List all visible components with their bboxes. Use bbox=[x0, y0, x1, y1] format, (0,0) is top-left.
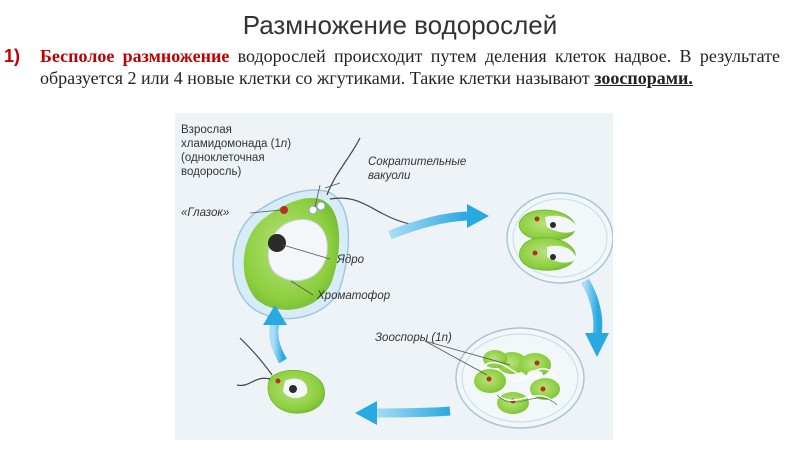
zoospores-term: зооспорами. bbox=[594, 68, 693, 88]
adult-label-line2-text: хламидомонада (1 bbox=[181, 138, 281, 150]
zoospores-label-text: Зооспоры (1 bbox=[375, 332, 442, 344]
adult-label-ploidy: n bbox=[280, 138, 288, 150]
zoospores-label: Зооспоры (1n) bbox=[375, 331, 452, 345]
adult-label-line1: Взрослая bbox=[181, 124, 232, 136]
page-title: Размножение водорослей bbox=[242, 10, 558, 40]
eyespot-label: «Глазок» bbox=[181, 207, 230, 219]
cycle-arrows bbox=[263, 204, 609, 425]
two-cell-stage bbox=[506, 192, 614, 284]
arrow-head-up bbox=[263, 305, 287, 325]
adult-label-line2: хламидомонада (1n) bbox=[181, 137, 291, 151]
adult-label-close: ) bbox=[287, 138, 292, 150]
vacuoles-label: Сократительные вакуоли bbox=[368, 155, 466, 183]
adult-label-line4: водоросль) bbox=[181, 166, 242, 178]
vacuoles-label-line2: вакуоли bbox=[368, 170, 411, 182]
adult-cell bbox=[232, 137, 416, 320]
arrow-head-down bbox=[585, 333, 609, 357]
released-zoospore bbox=[236, 337, 325, 414]
eyespot-shape bbox=[280, 206, 288, 214]
vacuoles-label-line1: Сократительные bbox=[368, 156, 467, 168]
adult-cell-label: Взрослая хламидомонада (1n) (одноклеточн… bbox=[181, 123, 291, 179]
diagram-canvas bbox=[175, 113, 614, 440]
arrow-head-right bbox=[467, 204, 489, 228]
zoospore-sporangium bbox=[455, 327, 585, 429]
asexual-reproduction-term: Бесполое размножение bbox=[40, 46, 230, 66]
arrow-head-left bbox=[355, 401, 377, 425]
leader-lines bbox=[249, 182, 511, 376]
chromatophore-label: Хроматофор bbox=[317, 290, 391, 302]
nucleus-shape bbox=[268, 234, 286, 252]
life-cycle-diagram: Взрослая хламидомонада (1n) (одноклеточн… bbox=[175, 113, 614, 440]
zoospores-label-close: ) bbox=[448, 332, 452, 344]
description-paragraph: Бесполое размножение водорослей происход… bbox=[40, 45, 780, 89]
list-number: 1) bbox=[4, 46, 21, 66]
adult-label-line3: (одноклеточная bbox=[181, 152, 265, 164]
paragraph-text: водорослей происходит путем деления клет… bbox=[40, 46, 780, 88]
zoospores-label-ploidy: n bbox=[441, 332, 449, 344]
nucleus-label: Ядро bbox=[337, 254, 364, 266]
